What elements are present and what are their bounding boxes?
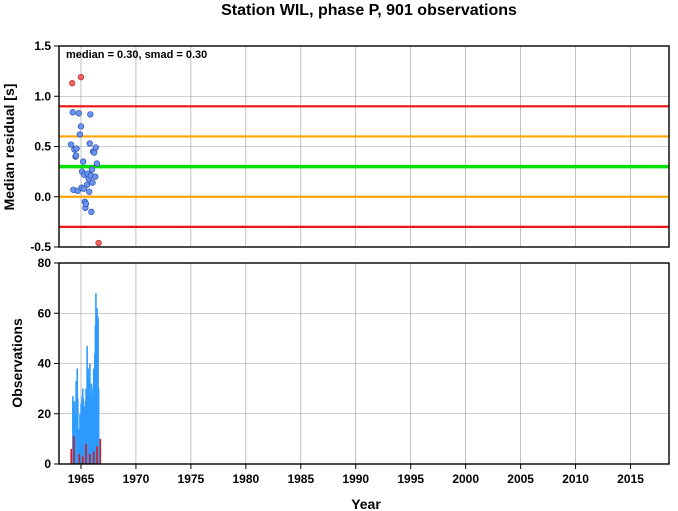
residual-point — [69, 109, 76, 116]
x-tick-label: 1970 — [123, 472, 150, 486]
residual-point — [80, 158, 87, 165]
observations-y-tick-label: 60 — [38, 306, 52, 320]
outlier-point — [69, 80, 76, 87]
residual-point — [88, 166, 96, 173]
observations-grid — [59, 262, 669, 465]
x-tick-label: 2010 — [562, 472, 589, 486]
residual-point — [89, 179, 96, 186]
x-tick-label: 2015 — [617, 472, 644, 486]
residual-panel: -0.5 0.0 0.5 1.0 1.5 median = 0.30, smad = 0… — [1, 39, 670, 254]
residual-point — [80, 185, 87, 192]
observation-bar — [73, 401, 76, 464]
stats-annotation: median = 0.30, smad = 0.30 — [66, 49, 207, 61]
residual-point — [88, 208, 95, 215]
residual-point — [93, 160, 101, 167]
rejected-bar — [85, 443, 87, 464]
residual-y-tick-label: -0.5 — [30, 240, 51, 254]
residual-point — [86, 188, 93, 195]
x-tick-label: 1975 — [178, 472, 205, 486]
observations-y-tick-label: 40 — [38, 357, 52, 371]
residual-reference-lines — [59, 105, 669, 228]
rejected-bar — [70, 448, 72, 464]
residual-y-tick-label: 1.5 — [34, 39, 51, 53]
observations-y-axis-label: Observations — [9, 318, 25, 408]
observation-bar — [78, 428, 80, 464]
observations-panel: 0 20 40 60 80 1965 1970 1975 1980 1985 1990 1995 20… — [9, 256, 670, 511]
x-tick-label: 1995 — [397, 472, 424, 486]
residual-points — [67, 74, 102, 247]
observations-y-tick-label: 80 — [38, 256, 52, 270]
residual-point — [73, 145, 80, 152]
observation-bar — [75, 381, 77, 464]
residual-point — [67, 141, 75, 148]
rejected-bar — [78, 453, 81, 464]
observation-bar — [97, 388, 100, 464]
rejected-bar — [99, 438, 102, 464]
residual-plot-frame — [58, 45, 670, 248]
residual-y-tick-label: 0.0 — [34, 190, 51, 204]
rejected-bar — [92, 451, 95, 464]
residual-point — [86, 140, 93, 147]
outlier-point — [77, 74, 85, 81]
rejected-bar — [73, 436, 75, 464]
observation-bar — [79, 413, 81, 464]
residual-point — [77, 123, 85, 130]
residual-point — [83, 181, 91, 188]
x-tick-label: 1980 — [232, 472, 259, 486]
observations-plot-frame — [58, 262, 670, 465]
residual-point — [92, 173, 99, 180]
residual-y-axis-label: Median residual [s] — [1, 84, 17, 211]
observations-y-ticks: 0 20 40 60 80 — [38, 256, 59, 471]
residual-y-ticks: -0.5 0.0 0.5 1.0 1.5 — [30, 39, 59, 254]
x-tick-label: 1965 — [68, 472, 95, 486]
residual-point — [76, 131, 84, 138]
x-tick-label: 1990 — [342, 472, 369, 486]
observations-bars — [70, 293, 102, 464]
observation-bar — [76, 398, 79, 464]
observations-y-tick-label: 0 — [44, 457, 51, 471]
rejected-bar — [96, 446, 98, 464]
residual-point — [72, 152, 80, 159]
observation-bar — [86, 345, 88, 464]
x-tick-label: 2000 — [452, 472, 479, 486]
residual-grid — [59, 45, 669, 248]
chart-title: Station WIL, phase P, 901 observations — [221, 2, 517, 19]
x-tick-label: 1985 — [287, 472, 314, 486]
residual-y-tick-label: 0.5 — [34, 140, 51, 154]
residual-point — [75, 110, 82, 117]
x-axis-label: Year — [351, 496, 381, 511]
observations-x-ticks: 1965 1970 1975 1980 1985 1990 1995 2000 2005 2010… — [68, 464, 644, 486]
rejected-bar — [81, 456, 84, 464]
residual-point — [87, 111, 94, 118]
residual-point — [82, 200, 90, 207]
residual-y-tick-label: 1.0 — [34, 89, 51, 103]
x-tick-label: 2005 — [507, 472, 534, 486]
rejected-bar — [89, 453, 91, 464]
observations-y-tick-label: 20 — [38, 407, 52, 421]
residual-point — [92, 144, 99, 151]
outlier-point — [95, 239, 102, 247]
